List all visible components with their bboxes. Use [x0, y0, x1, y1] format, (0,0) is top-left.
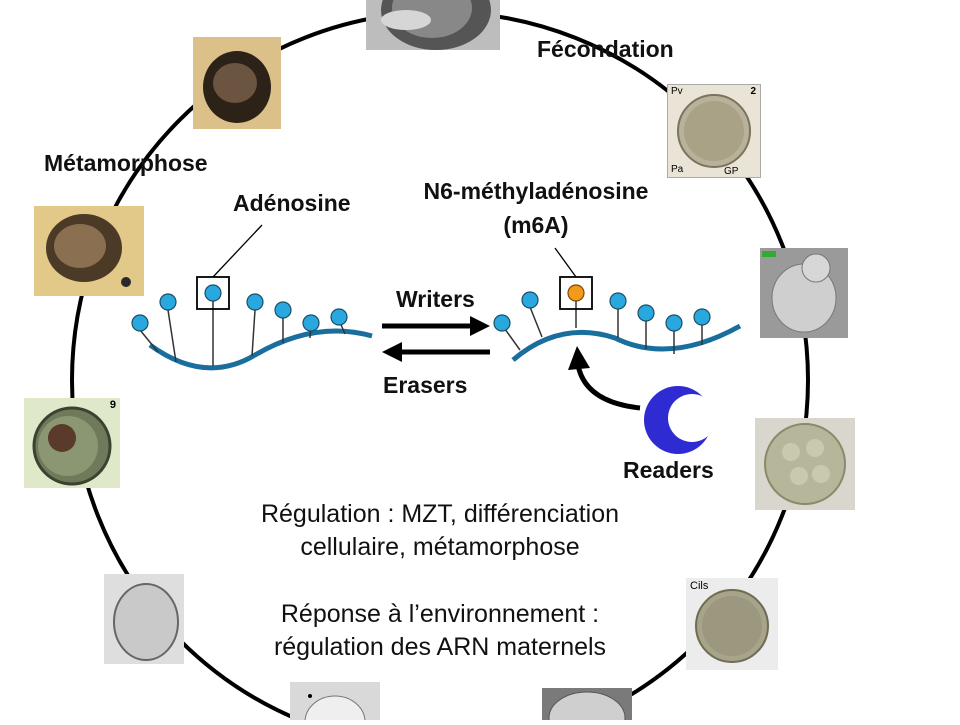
m6a-dot [567, 284, 585, 302]
m6a-label-line2: (m6A) [503, 212, 569, 238]
adenosine-dot [637, 304, 655, 322]
photo-cleavage [760, 248, 848, 338]
zygote-label-2: 2 [750, 86, 756, 97]
adenosine-label: Adénosine [233, 190, 351, 216]
stage-label-fecondation: Fécondation [537, 36, 674, 62]
rna-strand-left [148, 328, 373, 371]
m6a-label-line1: N6-méthyladénosine [423, 178, 649, 204]
response-line2: régulation des ARN maternels [273, 632, 607, 661]
adenosine-leader-line [212, 224, 263, 278]
adenosine-dot [493, 314, 511, 332]
adenosine-dot [521, 291, 539, 309]
photo-d-larva [542, 688, 632, 720]
photo-veliger [290, 682, 380, 720]
photo-umbo-larva [104, 574, 184, 664]
adenosine-dot [159, 293, 177, 311]
adenosine-group [131, 284, 348, 332]
adenosine-dot [330, 308, 348, 326]
response-text: Réponse à l’environnement : régulation d… [220, 598, 660, 663]
adenosine-stems [139, 300, 346, 366]
adenosine-dot-highlighted [204, 284, 222, 302]
erasers-arrow [382, 342, 490, 362]
readers-crescent-icon [644, 386, 716, 454]
photo-pediveliger: 9 [24, 398, 120, 488]
regulation-line1: Régulation : MZT, différenciation [260, 500, 620, 528]
readers-arrow [568, 346, 641, 411]
photo-oocyte [366, 0, 500, 50]
photo-zygote: Pv 2 Pa GP [667, 84, 761, 178]
photo-morula [755, 418, 855, 510]
adenosine-dot [609, 292, 627, 310]
zygote-label-pa: Pa [671, 164, 684, 175]
regulation-text: Régulation : MZT, différenciation cellul… [220, 498, 660, 563]
response-line1: Réponse à l’environnement : [280, 600, 600, 628]
trochophore-label: Cils [690, 580, 709, 592]
regulation-line2: cellulaire, métamorphose [300, 532, 580, 561]
m6a-group [493, 284, 711, 332]
writers-label: Writers [396, 286, 475, 312]
adenosine-dot [274, 301, 292, 319]
photo-trochophore: Cils [686, 578, 778, 670]
m6a-leader-line [554, 247, 577, 278]
adenosine-dot [131, 314, 149, 332]
adenosine-dot [665, 314, 683, 332]
adenosine-dot [246, 293, 264, 311]
pediveliger-label: 9 [109, 399, 116, 411]
photo-juvenile [193, 37, 281, 129]
zygote-label-gp: GP [724, 166, 739, 177]
writers-arrow [382, 316, 490, 336]
zygote-label-pv: Pv [671, 86, 683, 97]
stage-label-metamorphose: Métamorphose [44, 150, 208, 176]
erasers-label: Erasers [383, 372, 468, 398]
adenosine-dot [693, 308, 711, 326]
readers-label: Readers [623, 457, 714, 483]
adenosine-dot [302, 314, 320, 332]
rna-strand-right [511, 323, 742, 362]
photo-spat [34, 206, 144, 296]
